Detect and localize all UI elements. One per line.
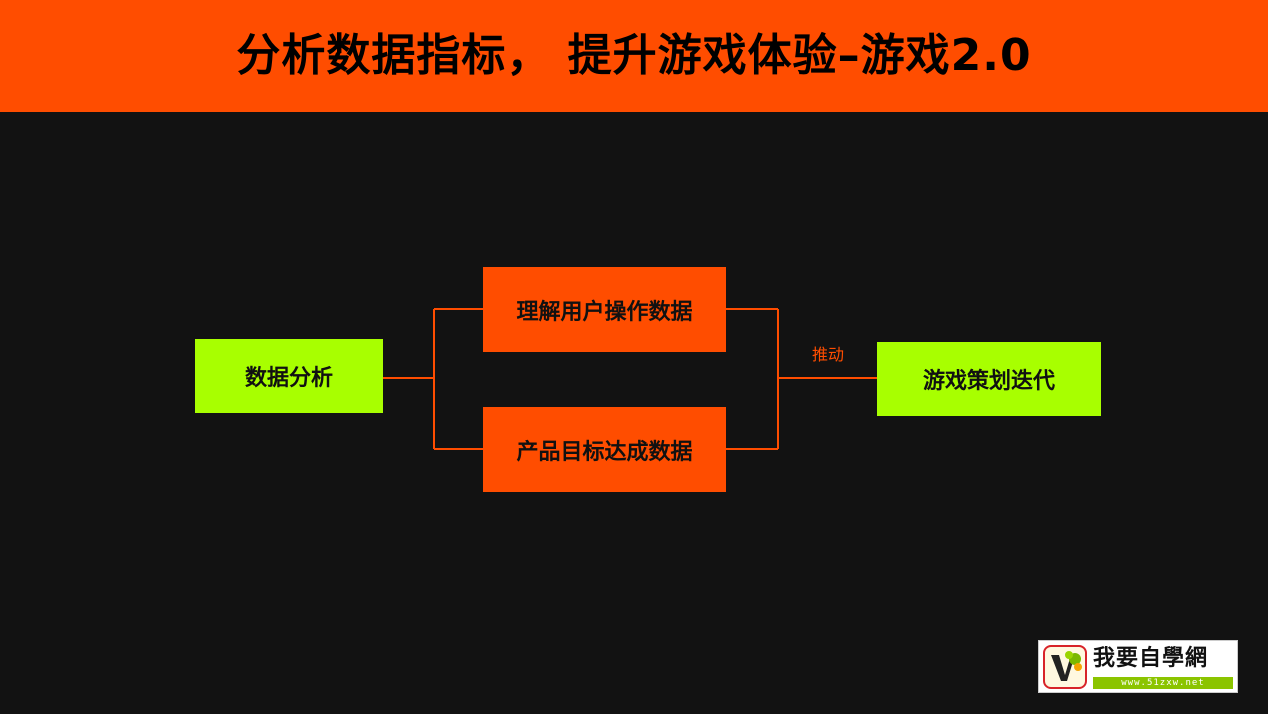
logo-mark-icon: [1043, 645, 1087, 689]
page-title: 分析数据指标， 提升游戏体验–游戏2.0: [236, 30, 1032, 81]
header-bar: 分析数据指标， 提升游戏体验–游戏2.0: [0, 0, 1268, 112]
node-data-analysis: 数据分析: [195, 339, 383, 413]
logo-name: 我要自學網: [1093, 646, 1209, 671]
logo-url: www.51zxw.net: [1093, 677, 1233, 689]
edge-label-drive: 推动: [811, 345, 844, 364]
node-user-operation-data: 理解用户操作数据: [483, 267, 726, 352]
node-game-design-iteration: 游戏策划迭代: [877, 342, 1101, 416]
node-product-goal-data: 产品目标达成数据: [483, 407, 726, 492]
site-logo: 我要自學網 www.51zxw.net: [1038, 640, 1238, 693]
